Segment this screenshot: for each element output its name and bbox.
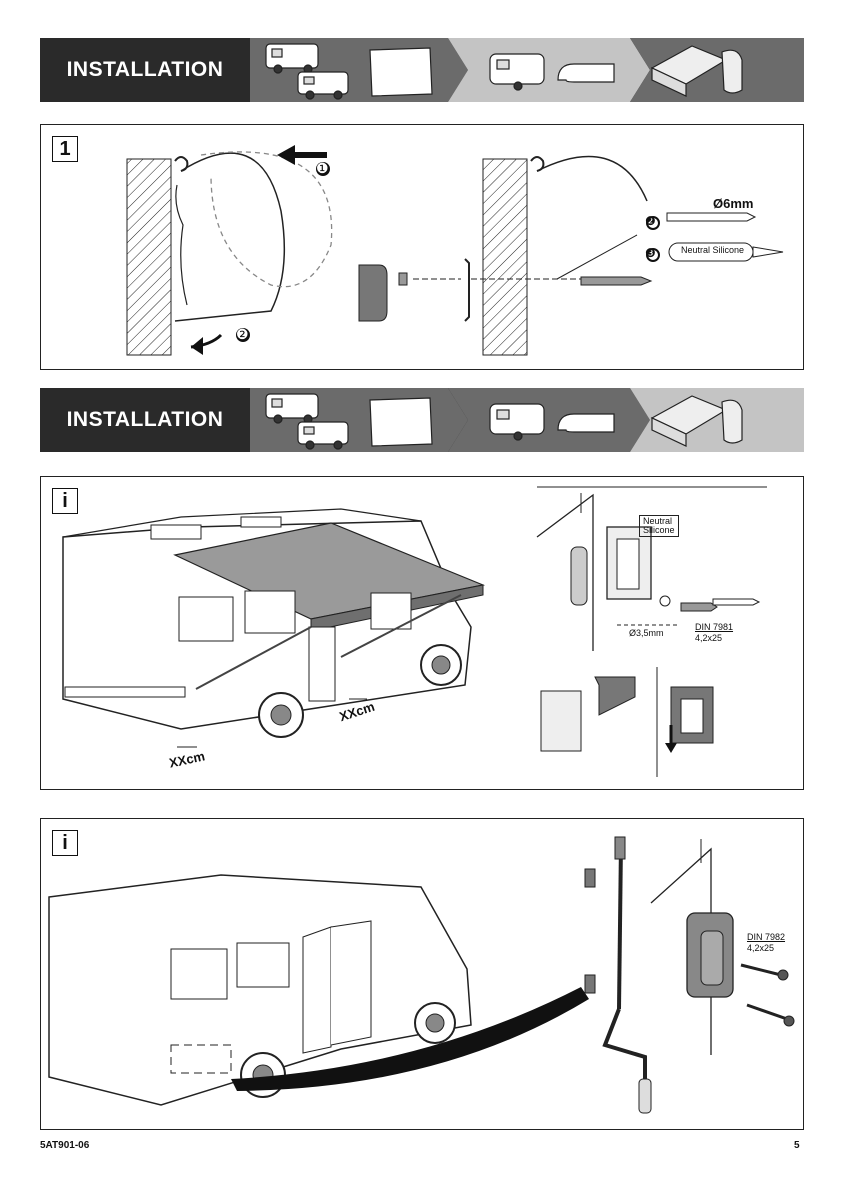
rail-icon — [370, 48, 432, 96]
silicone-callout: Neutral Silicone — [639, 515, 679, 537]
screw-size-label: 4,2x25 — [747, 944, 774, 953]
silicone-label: Neutral Silicone — [681, 246, 744, 255]
step-1-panel: 1 ❶ ❷ ❷ ❸ Ø6mm Neutral Silicone — [40, 124, 804, 370]
document-code: 5AT901-06 — [40, 1140, 89, 1151]
marker-2-label: ❷ — [236, 327, 249, 342]
banner-title: INSTALLATION — [40, 388, 250, 452]
camper-awning-illustration — [41, 477, 805, 791]
installation-banner-2: INSTALLATION — [40, 388, 804, 452]
installation-banner-1: INSTALLATION — [40, 38, 804, 102]
rail-icon — [370, 398, 432, 446]
info-panel-brackets: i XXcm XXcm Neutral Silicone Ø3,5mm DIN … — [40, 476, 804, 790]
marker-3-label: ❸ — [645, 247, 656, 260]
marker-2b-label: ❷ — [645, 215, 656, 228]
page-number: 5 — [794, 1140, 800, 1151]
screw-standard-label: DIN 7981 — [695, 623, 733, 632]
silicone-line-2: Silicone — [643, 526, 675, 535]
crank-storage-illustration — [41, 819, 805, 1131]
marker-1-label: ❶ — [316, 161, 329, 176]
drill-size-label: Ø3,5mm — [629, 629, 664, 638]
banner-title: INSTALLATION — [40, 38, 250, 102]
screw-standard-label: DIN 7982 — [747, 933, 785, 942]
info-icon: i — [52, 830, 78, 856]
info-icon: i — [52, 488, 78, 514]
info-panel-crank: i DIN 7982 4,2x25 — [40, 818, 804, 1130]
screw-size-label: 4,2x25 — [695, 634, 722, 643]
step-number: 1 — [52, 136, 78, 162]
drill-diameter-label: Ø6mm — [713, 197, 753, 211]
